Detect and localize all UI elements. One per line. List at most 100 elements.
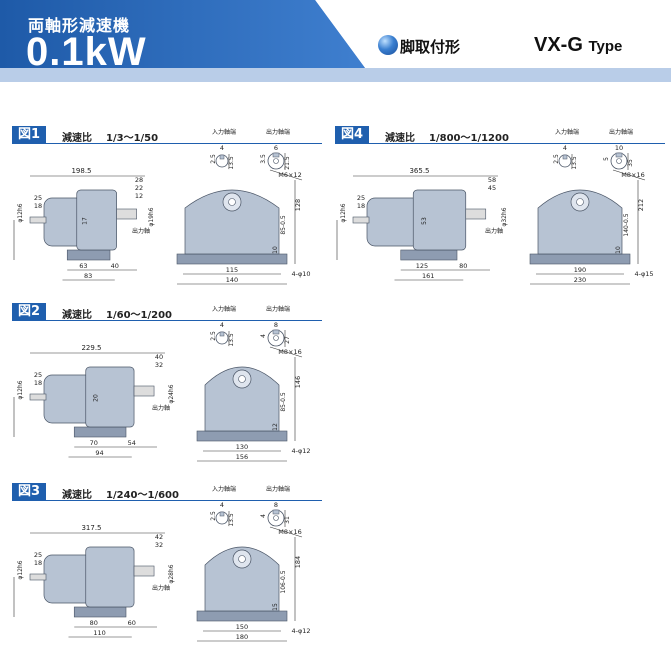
front-view — [176, 189, 288, 265]
front-base-height: 12 — [272, 423, 279, 431]
side-base-2: 80 — [459, 262, 467, 270]
output-tap-leader — [269, 346, 303, 358]
front-total-height: 212 — [637, 199, 645, 211]
output-tap-leader — [269, 169, 303, 181]
front-total-width: 156 — [236, 453, 248, 461]
front-base-height: 10 — [615, 246, 622, 254]
mounting-holes: 4-φ15 — [634, 270, 653, 278]
shaft-length-1: 25 — [34, 194, 42, 202]
output-key-depth: 5 — [603, 157, 610, 161]
input-key-height: 13.5 — [228, 333, 235, 347]
front-foot-pitch: 130 — [236, 443, 248, 451]
output-shaft-end-label: 出力軸端 — [266, 305, 290, 313]
side-base-2: 54 — [128, 439, 136, 447]
front-foot-pitch: 115 — [226, 266, 238, 274]
ratio-label: 減速比 — [62, 133, 92, 144]
side-dim-1: 40 — [155, 353, 163, 361]
mounting-holes: 4-φ10 — [291, 270, 310, 278]
input-shaft-end-label: 入力軸端 — [212, 128, 236, 136]
side-base-3: 161 — [422, 272, 434, 280]
output-tap-leader — [612, 169, 646, 181]
output-shaft-label: 出力軸 — [485, 227, 503, 235]
side-base-3: 83 — [84, 272, 92, 280]
input-shaft-key-diagram — [215, 331, 229, 345]
front-center-height: 106-0.5 — [280, 570, 287, 593]
page-header: 両軸形減速機 0.1kW 脚取付形 VX-G Type — [0, 0, 671, 82]
output-shaft-key-diagram — [267, 152, 285, 170]
output-key-width: 6 — [274, 144, 278, 152]
output-key-height: 31 — [284, 516, 291, 524]
output-shaft-end-label: 出力軸端 — [609, 128, 633, 136]
input-shaft-key-diagram — [558, 154, 572, 168]
front-total-height: 184 — [294, 556, 302, 568]
shaft-length-2: 18 — [357, 202, 365, 210]
mounting-holes: 4-φ12 — [291, 447, 310, 455]
page-title: 両軸形減速機 — [28, 16, 131, 35]
output-key-height: 27 — [284, 336, 291, 344]
output-shaft-key-diagram — [267, 329, 285, 347]
reduction-ratio: 減速比 1/240～1/600 — [62, 486, 179, 501]
side-dim-1: 58 — [488, 176, 496, 184]
output-tap-size: M6×12 — [278, 171, 301, 179]
input-shaft-diameter: φ12h6 — [340, 203, 347, 222]
figure-badge: 図3 — [12, 483, 47, 500]
output-tap-leader — [269, 526, 303, 538]
front-total-width: 140 — [226, 276, 238, 284]
side-dim-2: 32 — [155, 541, 163, 549]
side-base-1: 125 — [416, 262, 428, 270]
input-key-width: 4 — [220, 144, 224, 152]
front-view — [529, 189, 631, 265]
side-base-2: 60 — [128, 619, 136, 627]
input-key-height: 13.5 — [571, 156, 578, 170]
input-key-height: 13.5 — [228, 513, 235, 527]
input-shaft-diameter: φ12h6 — [17, 380, 24, 399]
output-key-width: 8 — [274, 501, 278, 509]
side-base-1: 63 — [79, 262, 87, 270]
side-base-1: 80 — [90, 619, 98, 627]
figure-badge: 図1 — [12, 126, 47, 143]
power-rating: 0.1kW — [26, 30, 147, 74]
side-view — [352, 189, 487, 261]
model-type: VX-G Type — [534, 34, 622, 57]
shaft-length-1: 25 — [357, 194, 365, 202]
side-total-length: 229.5 — [81, 344, 101, 352]
front-center-height: 85-0.5 — [280, 215, 287, 235]
output-shaft-label: 出力軸 — [152, 584, 170, 592]
front-center-height: 140-0.5 — [623, 213, 630, 236]
output-shaft-diameter: φ24h6 — [168, 384, 175, 403]
input-shaft-diameter: φ12h6 — [17, 203, 24, 222]
ratio-value: 1/800～1/1200 — [429, 133, 509, 144]
input-key-depth: 2.5 — [553, 154, 560, 164]
front-view — [196, 546, 288, 622]
side-dim-2: 32 — [155, 361, 163, 369]
output-key-width: 8 — [274, 321, 278, 329]
model-suffix: Type — [588, 38, 623, 55]
output-key-height: 35 — [627, 159, 634, 167]
mounting-type: 脚取付形 — [400, 38, 461, 56]
input-key-width: 4 — [563, 144, 567, 152]
input-key-height: 13.5 — [228, 156, 235, 170]
output-key-depth: 4 — [260, 514, 267, 518]
front-foot-pitch: 150 — [236, 623, 248, 631]
ratio-label: 減速比 — [62, 490, 92, 501]
front-base-height: 15 — [272, 603, 279, 611]
bullet-icon — [378, 35, 398, 55]
side-dim-3: 12 — [135, 192, 143, 200]
shaft-length-2: 18 — [34, 202, 42, 210]
output-shaft-end-label: 出力軸端 — [266, 128, 290, 136]
figure-badge: 図2 — [12, 303, 47, 320]
output-shaft-diameter: φ32h6 — [501, 207, 508, 226]
side-base-1: 70 — [90, 439, 98, 447]
ratio-value: 1/240～1/600 — [106, 490, 179, 501]
output-shaft-key-diagram — [610, 152, 628, 170]
shaft-length-2: 18 — [34, 559, 42, 567]
output-key-width: 10 — [615, 144, 623, 152]
